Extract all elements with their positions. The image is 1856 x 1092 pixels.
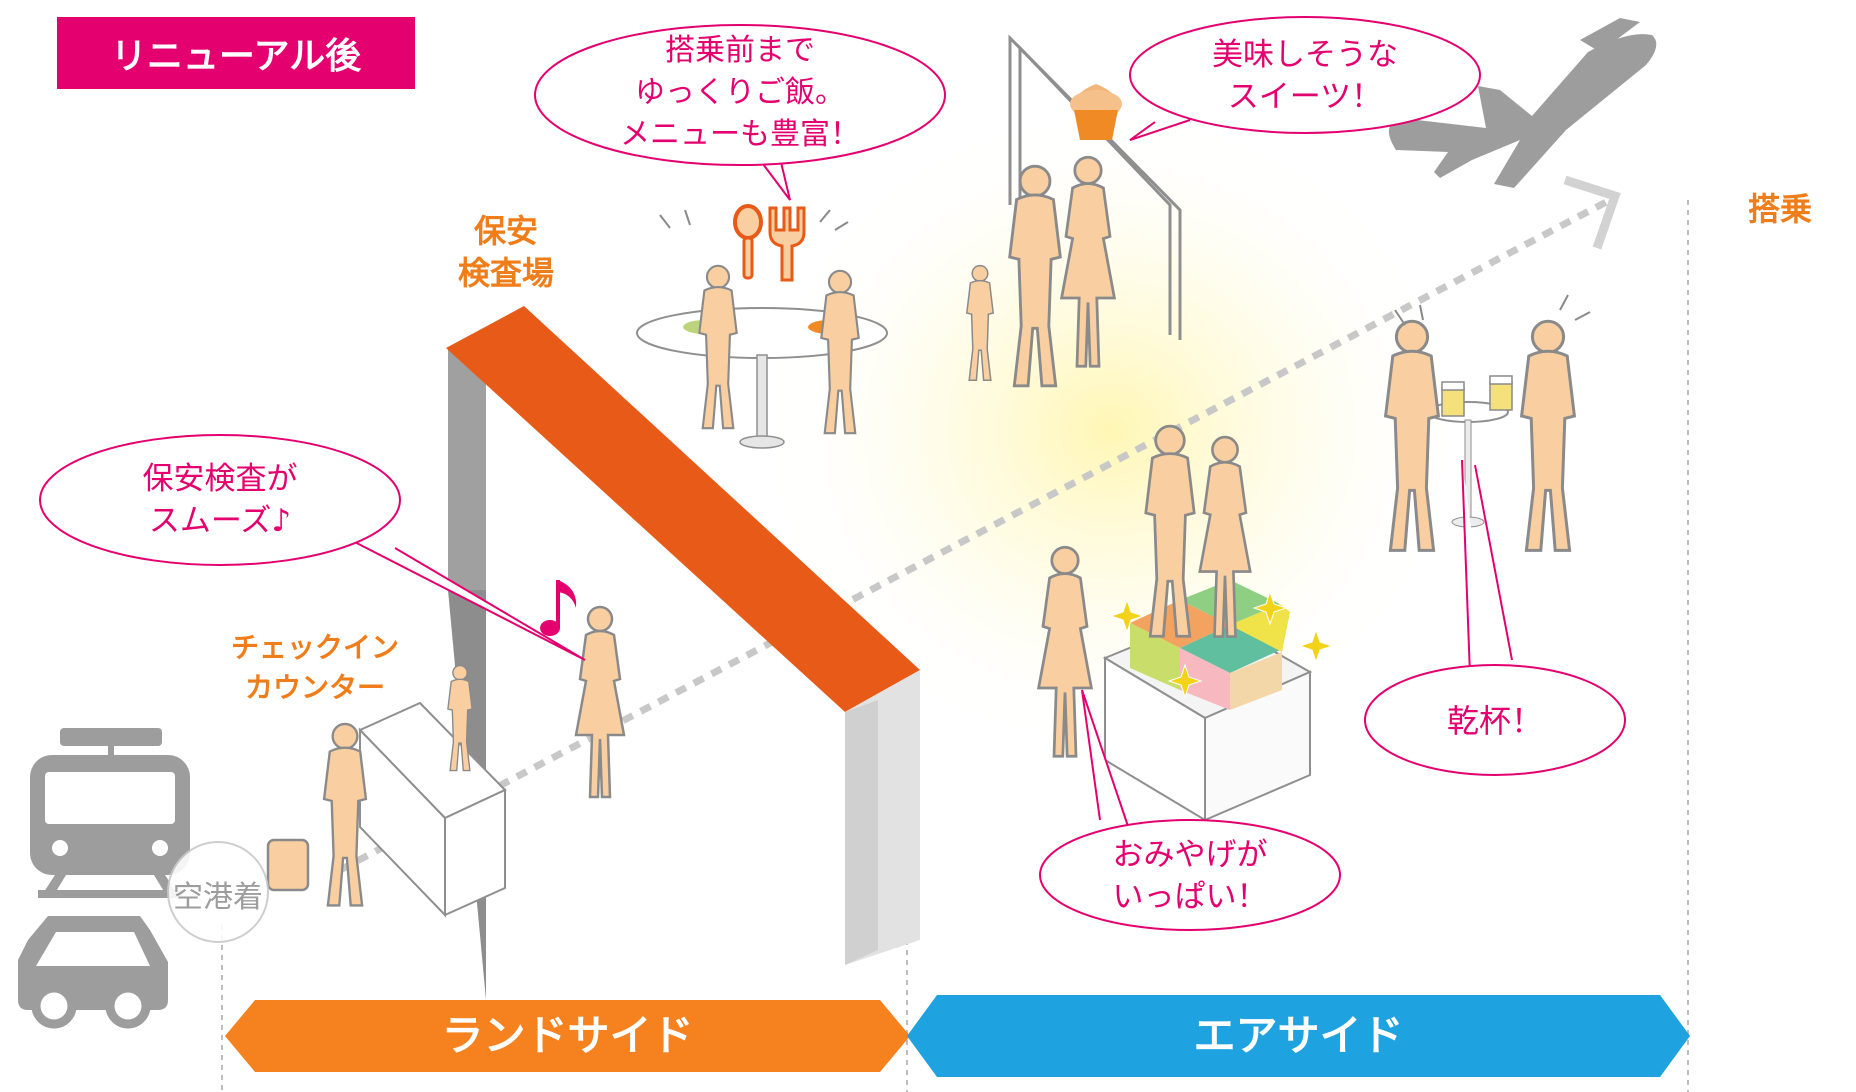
boarding-label: 搭乗	[1747, 190, 1812, 228]
bubble-tail-sweets	[1129, 119, 1191, 141]
car-icon	[18, 916, 168, 1029]
bubble-security-line-2: スムーズ♪	[148, 503, 292, 539]
bubble-sweets-line-2: スイーツ！	[1227, 79, 1383, 115]
bubble-security-line-1: 保安検査が	[142, 461, 298, 497]
spoon-icon	[733, 204, 763, 280]
arrival-marker	[167, 841, 269, 943]
cupcake-icon	[1070, 84, 1122, 140]
bubble-tail-souvenir	[1081, 689, 1133, 839]
bubble-souvenir-line-1: おみやげが	[1112, 837, 1268, 873]
bubble-sweets-text: 美味しそうな スイーツ！	[1150, 34, 1460, 118]
train-icon	[30, 728, 190, 898]
bubble-meal-line-2: ゆっくりご飯。	[635, 75, 845, 110]
title-tag: リニューアル後	[57, 17, 415, 89]
airside-band	[907, 995, 1690, 1077]
security-checkpoint-label: 保安 検査場	[457, 212, 554, 292]
checkin-counter-label: チェックイン カウンター	[230, 631, 399, 704]
standing-bar-table	[1427, 401, 1509, 528]
bubble-tail-security	[344, 536, 586, 661]
souvenir-stand	[1102, 580, 1313, 822]
toaster-right	[1520, 319, 1576, 552]
bubble-meal-line-3: メニューも豊富！	[620, 117, 860, 152]
landside-band	[225, 1000, 910, 1072]
airplane-icon	[1388, 18, 1657, 189]
bubble-fills	[42, 19, 1623, 928]
arrival-label: 空港着	[173, 880, 263, 915]
fork-icon	[768, 206, 806, 282]
journey-arrowhead	[1563, 175, 1621, 250]
bubble-tail-meal	[759, 157, 791, 201]
bubble-sweets-line-1: 美味しそうな	[1212, 37, 1398, 73]
bubble-security-text: 保安検査が スムーズ♪	[70, 458, 370, 542]
music-note-icon	[540, 580, 577, 636]
bubble-souvenir-line-2: いっぱい！	[1112, 879, 1268, 915]
bubble-souvenir-text: おみやげが いっぱい！	[1050, 834, 1330, 918]
suitcase-icon	[266, 838, 310, 892]
bubble-toast-text: 乾杯！	[1446, 702, 1543, 740]
bubble-meal-text: 搭乗前まで ゆっくりご飯。 メニューも豊富！	[560, 30, 920, 156]
beer-mug-icon	[1441, 375, 1513, 417]
highlight-glow	[750, 100, 1470, 760]
airside-label: エアサイド	[1193, 1011, 1404, 1060]
sparkle-lines	[659, 209, 1591, 326]
checkin-counter	[358, 701, 507, 918]
landside-label: ランドサイド	[441, 1011, 694, 1060]
sparkle-icon	[1109, 590, 1334, 699]
bubble-meal-line-1: 搭乗前まで	[665, 33, 815, 68]
person-walking	[574, 605, 626, 799]
